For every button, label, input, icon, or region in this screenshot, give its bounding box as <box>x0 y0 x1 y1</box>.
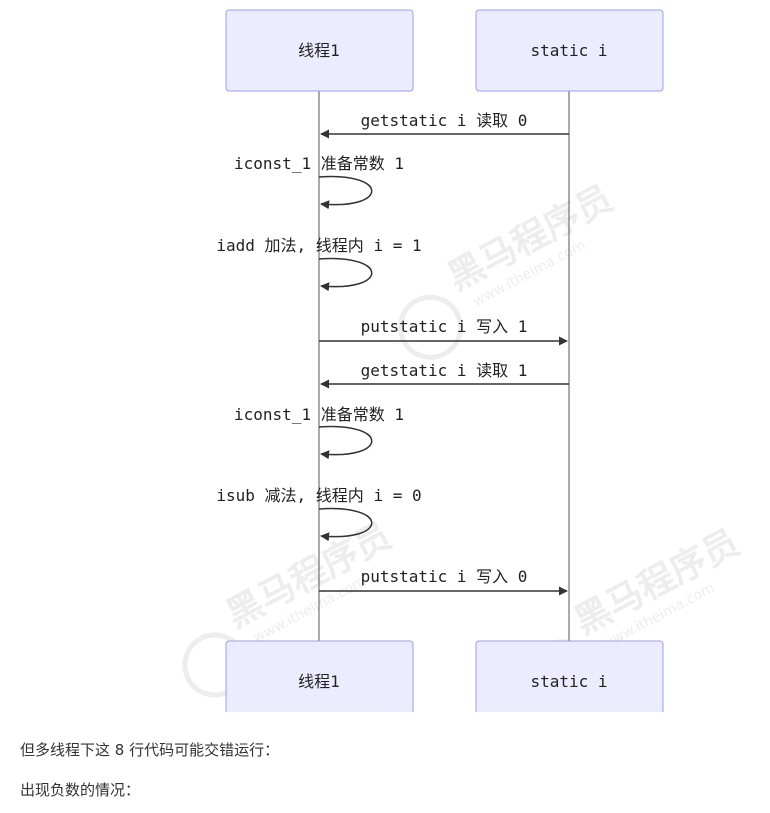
message-label: getstatic i 读取 0 <box>361 111 528 130</box>
actor-bottom-thread-1: 线程1 <box>225 640 414 712</box>
message-label: iconst_1 准备常数 1 <box>234 405 404 424</box>
actor-top-thread-1: 线程1 <box>225 9 414 92</box>
actor-label: static i <box>530 41 607 60</box>
message-4: putstatic i 写入 1 <box>319 317 568 346</box>
message-2: iconst_1 准备常数 1 <box>234 154 404 210</box>
paragraph-interleave-note: 但多线程下这 8 行代码可能交错运行： <box>20 741 280 759</box>
message-5: getstatic i 读取 1 <box>320 361 569 389</box>
message-label: iconst_1 准备常数 1 <box>234 154 404 173</box>
sequence-diagram: 黑马程序员 www.itheima.com 黑马程序员 www.itheima.… <box>182 9 746 712</box>
actor-box <box>225 640 414 712</box>
self-loop-arrow <box>318 425 373 460</box>
message-7: isub 减法, 线程内 i = 0 <box>216 486 422 542</box>
watermark-group: 黑马程序员 www.itheima.com 黑马程序员 www.itheima.… <box>182 178 746 705</box>
self-loop-arrow <box>318 507 373 542</box>
message-label: iadd 加法, 线程内 i = 1 <box>216 236 421 255</box>
paragraph-negative-case: 出现负数的情况： <box>20 781 141 799</box>
actor-box <box>225 9 414 92</box>
actor-label: 线程1 <box>298 672 340 691</box>
message-6: iconst_1 准备常数 1 <box>234 405 404 460</box>
message-label: isub 减法, 线程内 i = 0 <box>216 486 421 505</box>
actor-box <box>475 9 664 92</box>
actor-label: static i <box>530 672 607 691</box>
actor-box <box>475 640 664 712</box>
message-label: getstatic i 读取 1 <box>361 361 528 380</box>
message-label: putstatic i 写入 1 <box>361 317 528 336</box>
actor-label: 线程1 <box>298 41 340 60</box>
message-1: getstatic i 读取 0 <box>320 111 569 139</box>
actor-bottom-static-i: static i <box>475 640 664 712</box>
watermark-1: 黑马程序员 www.itheima.com <box>397 178 620 360</box>
message-8: putstatic i 写入 0 <box>319 567 568 596</box>
message-3: iadd 加法, 线程内 i = 1 <box>216 236 422 292</box>
self-loop-arrow <box>318 257 373 292</box>
actor-top-static-i: static i <box>475 9 664 92</box>
message-label: putstatic i 写入 0 <box>361 567 528 586</box>
self-loop-arrow <box>318 175 373 210</box>
